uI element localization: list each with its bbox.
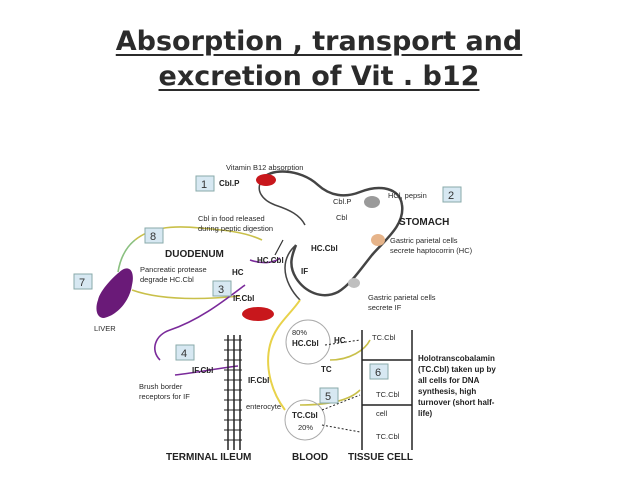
label-food-1: Cbl in food released bbox=[198, 214, 265, 223]
label-if-duo: IF bbox=[301, 267, 308, 276]
svg-text:2: 2 bbox=[448, 190, 454, 202]
step-1: 1 bbox=[195, 175, 215, 192]
label-cbl: Cbl bbox=[336, 213, 348, 222]
slide-title: Absorption , transport and excretion of … bbox=[20, 24, 618, 94]
label-hc-cbl-duo: HC.Cbl bbox=[257, 256, 284, 265]
label-cbl-p-small: Cbl.P bbox=[333, 197, 351, 206]
label-parietal-hc-2: secrete haptocorrin (HC) bbox=[390, 246, 473, 255]
diagram-heading: Vitamin B12 absorption bbox=[226, 163, 303, 172]
label-holo-2: (TC.Cbl) taken up by bbox=[418, 365, 496, 374]
label-holo-4: synthesis, high bbox=[418, 387, 476, 396]
label-enterocyte: enterocyte bbox=[246, 402, 281, 411]
label-protease-2: degrade HC.Cbl bbox=[140, 275, 194, 284]
label-tc-cbl-blood: TC.Cbl bbox=[292, 411, 318, 420]
label-hcl-pepsin: HCl, pepsin bbox=[388, 191, 427, 200]
flow-lines bbox=[117, 226, 371, 411]
step-3: 3 bbox=[212, 280, 232, 297]
label-hc-blood: HC bbox=[334, 336, 346, 345]
label-food-2: during peptic digestion bbox=[198, 224, 273, 233]
svg-text:1: 1 bbox=[201, 179, 207, 191]
label-if-cbl-duo: IF.Cbl bbox=[233, 294, 254, 303]
label-tissue-cell: TISSUE CELL bbox=[348, 452, 413, 463]
label-terminal-ileum: TERMINAL ILEUM bbox=[166, 452, 251, 463]
step-8: 8 bbox=[144, 227, 164, 244]
step-6: 6 bbox=[369, 363, 389, 380]
label-duodenum: DUODENUM bbox=[165, 249, 224, 260]
label-tc-cbl-2: TC.Cbl bbox=[376, 390, 400, 399]
gastric-cell-icon bbox=[348, 196, 385, 288]
label-parietal-hc-1: Gastric parietal cells bbox=[390, 236, 458, 245]
label-cell: cell bbox=[376, 409, 388, 418]
red-bolus-icon bbox=[242, 307, 274, 321]
label-cbl-p: Cbl.P bbox=[219, 179, 240, 188]
svg-text:8: 8 bbox=[150, 231, 156, 243]
label-holo-1: Holotranscobalamin bbox=[418, 354, 495, 363]
step-5: 5 bbox=[319, 387, 339, 404]
blood-vessel-upper bbox=[285, 319, 331, 365]
svg-text:5: 5 bbox=[325, 391, 331, 403]
uptake-arrows bbox=[321, 339, 361, 433]
label-brush-1: Brush border bbox=[139, 382, 183, 391]
svg-text:4: 4 bbox=[181, 348, 187, 360]
step-4: 4 bbox=[175, 344, 195, 361]
label-80-percent: 80% bbox=[292, 328, 307, 337]
step-7: 7 bbox=[73, 273, 93, 290]
blood-vessel-lower bbox=[284, 399, 326, 441]
label-blood: BLOOD bbox=[292, 452, 328, 463]
label-protease-1: Pancreatic protease bbox=[140, 265, 207, 274]
label-parietal-if-2: secrete IF bbox=[368, 303, 402, 312]
label-holo-3: all cells for DNA bbox=[418, 376, 480, 385]
label-holo-6: life) bbox=[418, 409, 433, 418]
label-if-cbl-enterocyte: IF.Cbl bbox=[248, 376, 269, 385]
stomach-outline-icon bbox=[258, 170, 404, 301]
label-tc: TC bbox=[321, 365, 332, 374]
label-hc-cbl-stomach: HC.Cbl bbox=[311, 244, 338, 253]
tissue-cell-box bbox=[361, 330, 413, 450]
red-bolus-icon bbox=[256, 174, 276, 186]
svg-text:7: 7 bbox=[79, 277, 85, 289]
label-parietal-if-1: Gastric parietal cells bbox=[368, 293, 436, 302]
svg-text:6: 6 bbox=[375, 367, 381, 379]
label-stomach: STOMACH bbox=[399, 217, 449, 228]
villi-icon bbox=[224, 335, 242, 450]
label-tc-cbl-1: TC.Cbl bbox=[372, 333, 396, 342]
title-line-1: Absorption , transport and bbox=[115, 26, 523, 57]
liver-icon bbox=[96, 268, 133, 318]
label-brush-2: receptors for IF bbox=[139, 392, 190, 401]
step-2: 2 bbox=[442, 186, 462, 203]
label-hc: HC bbox=[232, 268, 244, 277]
svg-text:3: 3 bbox=[218, 284, 224, 296]
label-holo-5: turnover (short half- bbox=[418, 398, 495, 407]
label-hc-cbl-blood: HC.Cbl bbox=[292, 339, 319, 348]
label-tc-cbl-3: TC.Cbl bbox=[376, 432, 400, 441]
title-line-2: excretion of Vit . b12 bbox=[158, 61, 480, 92]
label-if-cbl-ileum: IF.Cbl bbox=[192, 366, 213, 375]
label-20-percent: 20% bbox=[298, 423, 313, 432]
label-liver: LIVER bbox=[94, 324, 116, 333]
